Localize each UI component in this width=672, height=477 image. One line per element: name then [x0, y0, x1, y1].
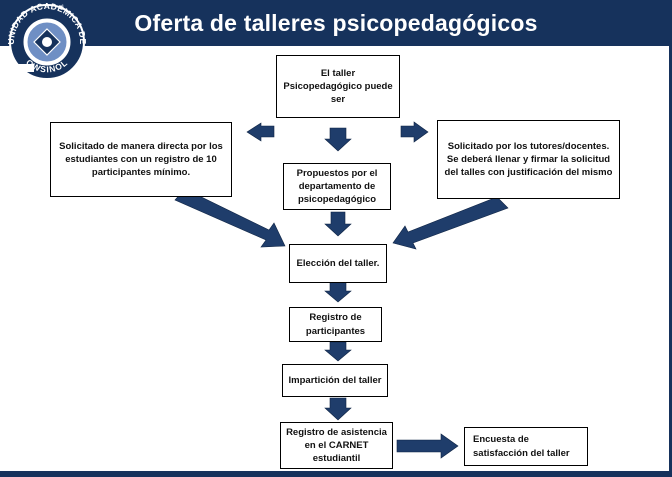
node-taller: El taller Psicopedagógico puede ser: [276, 55, 400, 118]
arrow-right: [400, 121, 429, 143]
arrow-down-5: [324, 397, 352, 421]
node-solicitado-tutores: Solicitado por los tutores/docentes. Se …: [437, 120, 620, 199]
node-propuestos: Propuestos por el departamento de psicop…: [283, 163, 391, 210]
node-solicitado-directa: Solicitado de manera directa por los est…: [50, 122, 232, 197]
arrow-down-1: [324, 127, 352, 152]
right-border: [669, 46, 672, 471]
arrow-down-4: [324, 341, 352, 362]
arrow-diagonal-left: [174, 188, 286, 248]
node-encuesta: Encuesta de satisfacción del taller: [464, 427, 588, 466]
node-registro: Registro de participantes: [289, 307, 382, 342]
arrow-down-2: [324, 211, 352, 237]
page-title: Oferta de talleres psicopedagógicos: [134, 10, 538, 36]
footer-line: [0, 471, 672, 477]
arrow-right-encuesta: [396, 433, 459, 459]
node-asistencia: Registro de asistencia en el CARNET estu…: [280, 422, 393, 469]
header-bar: [0, 0, 672, 46]
institution-seal-icon: UNIDAD ACADÉMICA DE OWSINOL: [6, 2, 88, 80]
arrow-down-3: [324, 281, 352, 303]
arrow-left: [246, 122, 275, 142]
arrow-diagonal-right: [392, 196, 509, 250]
node-imparticion: Impartición del taller: [282, 364, 388, 397]
node-eleccion: Elección del taller.: [289, 244, 387, 283]
